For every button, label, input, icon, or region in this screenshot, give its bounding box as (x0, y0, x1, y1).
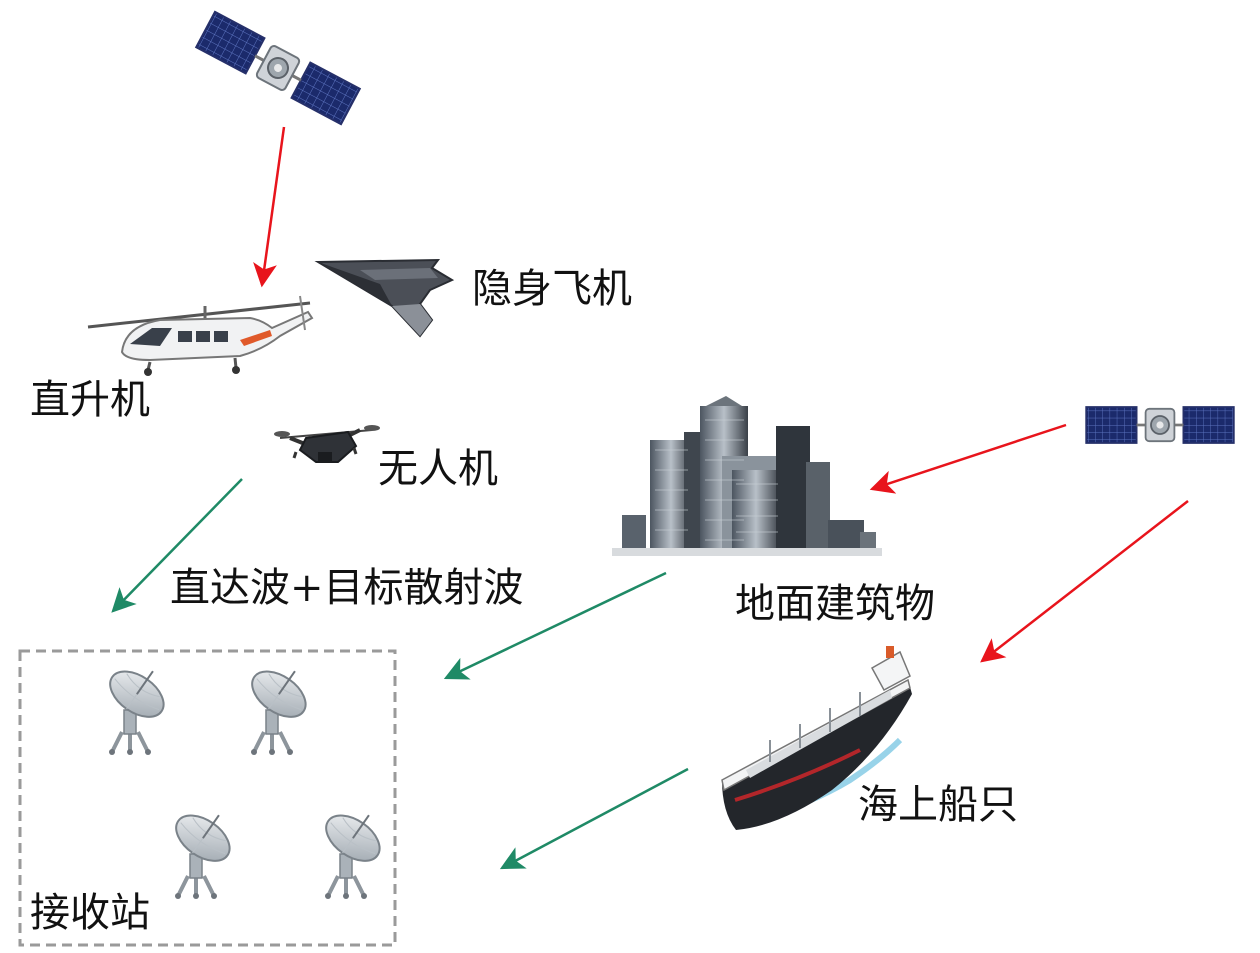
label-helicopter: 直升机 (30, 377, 150, 423)
arrow-satellite-to-buildings (869, 423, 1067, 494)
arrow-ship-to-station (499, 767, 689, 870)
label-receiver-station: 接收站 (30, 890, 150, 936)
radar-dish-icon (315, 796, 396, 901)
helicopter-icon (87, 295, 314, 376)
satellite-icon-right (1069, 344, 1251, 506)
label-signal: 直达波+目标散射波 (170, 565, 524, 611)
receiver-station-border (18, 649, 397, 947)
radar-dish-icon (165, 796, 246, 901)
label-stealth-aircraft: 隐身飞机 (472, 266, 632, 312)
arrow-air-to-station (111, 478, 243, 613)
arrow-buildings-to-station (443, 571, 667, 680)
label-drone: 无人机 (378, 446, 498, 492)
radar-dish-icon (241, 652, 322, 757)
radar-dish-icon (99, 652, 180, 757)
label-buildings: 地面建筑物 (735, 581, 935, 627)
arrow-satellite-to-ship (980, 500, 1189, 663)
stealth-aircraft-icon (314, 258, 455, 338)
buildings-icon (612, 396, 882, 556)
drone-icon (274, 425, 380, 463)
satellite-icon-top (194, 10, 362, 126)
ship-icon (721, 646, 912, 830)
arrow-satellite-to-helicopter (253, 126, 286, 288)
label-ship: 海上船只 (858, 782, 1018, 828)
